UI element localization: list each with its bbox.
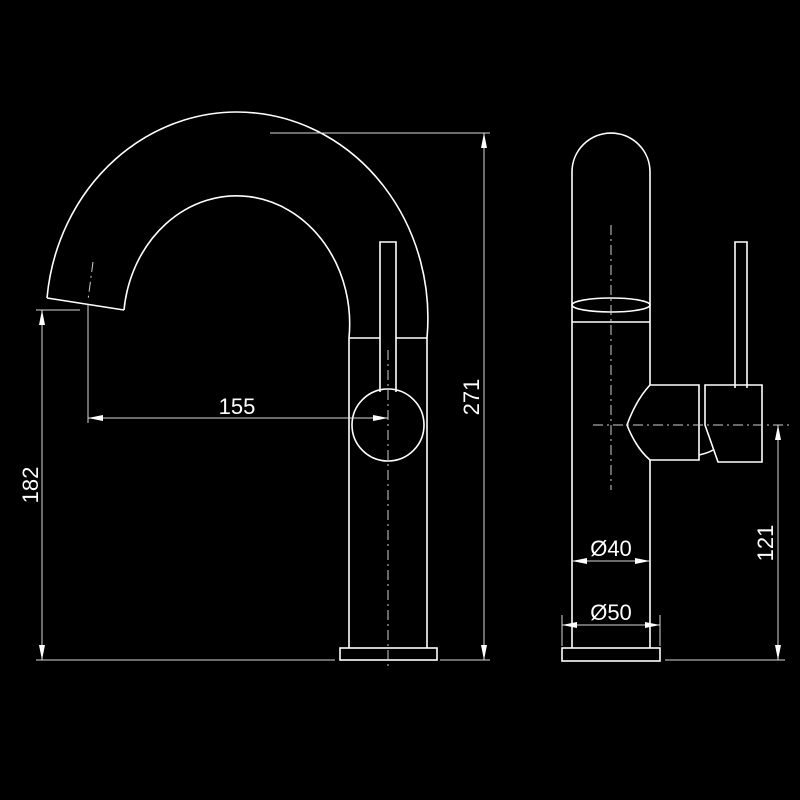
dim-182-label: 182 xyxy=(18,467,43,504)
arrow-down xyxy=(39,645,45,660)
arrow-up xyxy=(39,310,45,325)
dim-dia50-label: Ø50 xyxy=(590,600,632,625)
front-view: Ø40 Ø50 121 xyxy=(561,132,790,662)
dim-155-label: 155 xyxy=(219,394,256,419)
dim-dia40-label: Ø40 xyxy=(590,536,632,561)
arrow-left xyxy=(562,622,577,628)
arrow-up xyxy=(775,425,781,440)
arrow-down xyxy=(481,645,487,660)
dim-121-label: 121 xyxy=(753,525,778,562)
spout-centerline xyxy=(87,261,94,301)
lever-block xyxy=(704,384,763,463)
spout-inner-arc xyxy=(123,195,351,339)
arrow-up xyxy=(481,133,487,148)
arrow-left xyxy=(88,415,103,421)
spout-top xyxy=(571,132,651,173)
lever-housing xyxy=(626,384,700,461)
lever-rod xyxy=(734,241,748,388)
arrow-right xyxy=(373,415,388,421)
lever-rod xyxy=(379,241,397,392)
lever-hub xyxy=(351,388,425,462)
arrow-right xyxy=(645,622,660,628)
spout-tip xyxy=(46,297,125,311)
arrow-right xyxy=(635,558,650,564)
arrow-down xyxy=(775,645,781,660)
lever-gap xyxy=(698,449,714,456)
dim-271-label: 271 xyxy=(459,379,484,416)
spout-outer-arc xyxy=(46,111,429,339)
base-plate xyxy=(561,647,661,662)
side-view: 155 182 271 xyxy=(18,111,490,668)
arrow-left xyxy=(572,558,587,564)
